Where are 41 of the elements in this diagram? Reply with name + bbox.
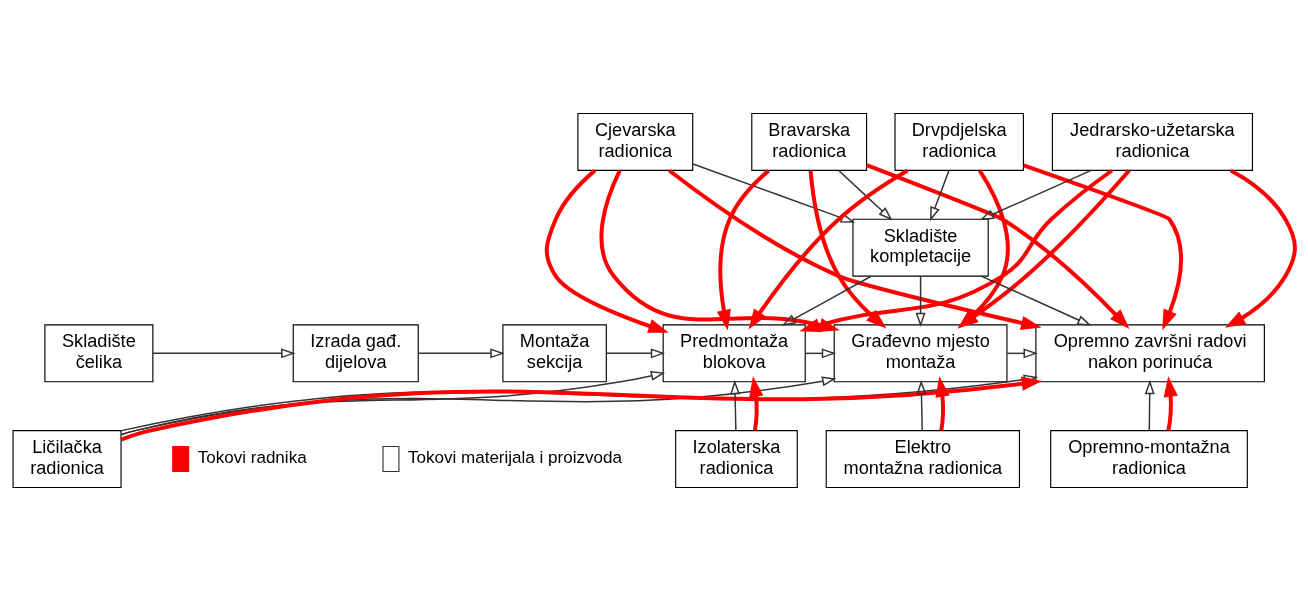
arrow — [915, 275, 926, 327]
arrow — [120, 376, 1043, 442]
node-box: Skladište kompletacije — [852, 218, 989, 277]
arrow — [980, 275, 1092, 326]
node-box: Elektro montažna radionica — [825, 430, 1021, 488]
arrow — [838, 169, 893, 221]
arrow — [1023, 163, 1183, 331]
arrow — [1224, 168, 1297, 328]
arrow — [748, 168, 909, 330]
node-box: Izrada gađ. dijelova — [292, 324, 419, 383]
arrow — [1144, 379, 1155, 432]
node-box: Bravarska radionica — [751, 113, 868, 171]
arrow — [1163, 376, 1178, 431]
arrow — [120, 376, 837, 436]
node-box: Montaža sekcija — [502, 324, 607, 383]
node-box: Drvpdjelska radionica — [894, 113, 1024, 171]
arrow — [730, 379, 741, 432]
legend-label: Tokovi materijala i proizvoda — [408, 448, 622, 468]
node-box: Skladište čelika — [44, 324, 154, 383]
node-box: Cjevarska radionica — [577, 113, 694, 171]
arrow — [781, 275, 872, 326]
legend-label: Tokovi radnika — [197, 448, 307, 468]
node-box: Građevno mjesto montaža — [833, 324, 1008, 383]
arrow — [716, 169, 770, 331]
node-box: Izolaterska radionica — [675, 430, 798, 488]
arrow — [692, 163, 855, 223]
arrow — [930, 170, 950, 222]
arrow — [152, 348, 296, 359]
node-box: Predmontaža blokova — [662, 324, 806, 383]
node-box: Opremno završni radovi nakon porinuća — [1035, 324, 1265, 383]
arrow — [605, 348, 666, 359]
arrow — [916, 379, 927, 432]
arrow — [417, 348, 505, 359]
arrow — [544, 169, 669, 333]
node-box: Ličilačka radionica — [12, 430, 122, 488]
arrow — [749, 376, 764, 431]
node-box: Opremno-montažna radionica — [1050, 430, 1248, 488]
arrow — [808, 170, 887, 329]
node-box: Jedrarsko-užetarska radionica — [1051, 113, 1253, 171]
arrow — [935, 376, 950, 431]
arrow — [979, 169, 1092, 221]
